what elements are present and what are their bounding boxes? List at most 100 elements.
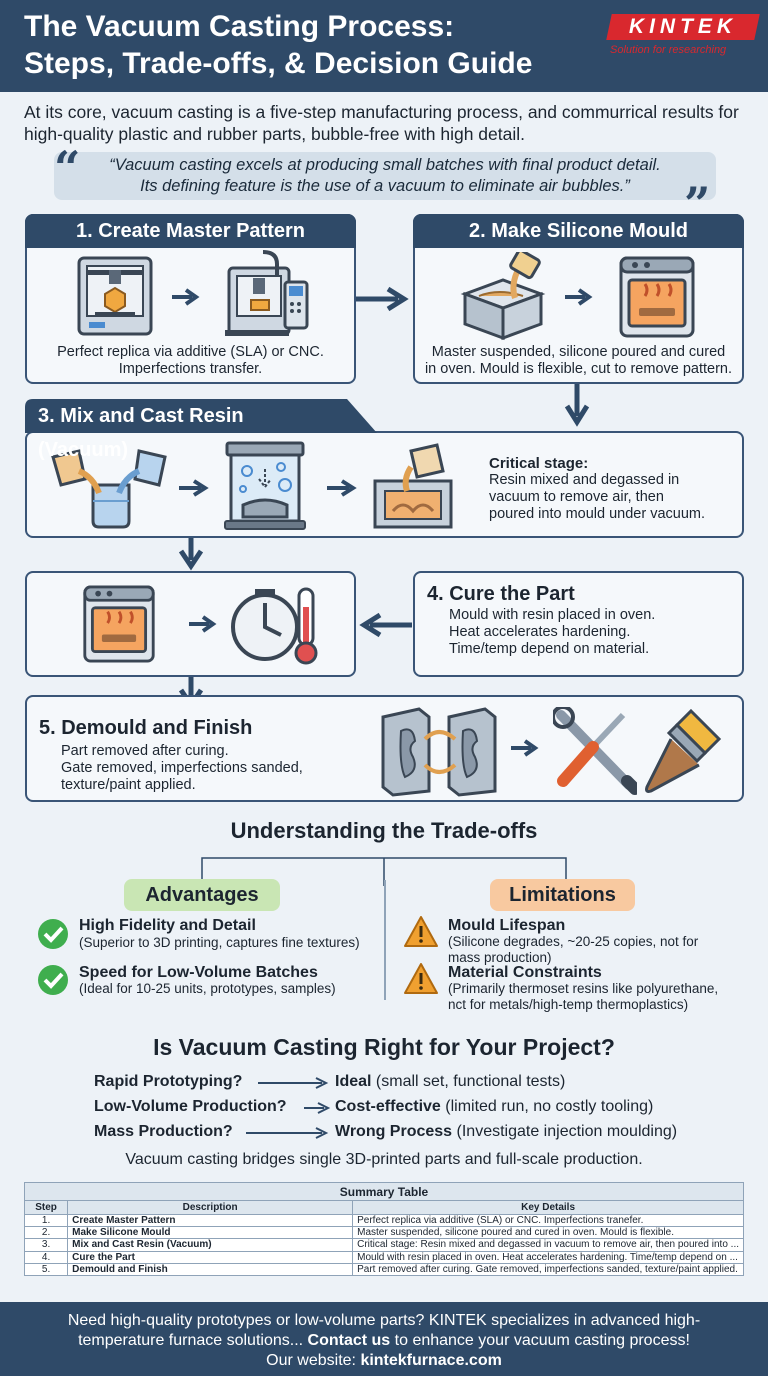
limitation-1-detail: (Silicone degrades, ~20-25 copies, not f… xyxy=(448,934,699,965)
decision-question-3: Mass Production? xyxy=(94,1123,233,1140)
step-1-title: 1. Create Master Pattern xyxy=(25,214,356,248)
warning-icon xyxy=(404,963,438,994)
table-header-row: Step Description Key Details xyxy=(23,1200,744,1215)
table-header: Step xyxy=(23,1200,69,1215)
step-2-description: Master suspended, silicone poured and cu… xyxy=(424,344,733,377)
advantage-2-title: Speed for Low-Volume Batches xyxy=(79,964,318,981)
arrow-right-icon xyxy=(246,1127,329,1139)
advantages-label: Advantages xyxy=(124,879,280,911)
step-3-subtitle: Critical stage: xyxy=(489,455,589,472)
oven-icon xyxy=(83,585,155,663)
quote-box: “Vacuum casting excels at producing smal… xyxy=(54,152,716,200)
contact-link[interactable]: Contact us xyxy=(307,1332,391,1349)
clock-thermometer-icon xyxy=(231,587,318,665)
table-cell: 4. xyxy=(23,1250,69,1264)
table-cell: Critical stage: Resin mixed and degassed… xyxy=(352,1238,744,1252)
page-title: The Vacuum Casting Process:Steps, Trade-… xyxy=(24,10,533,80)
footer: Need high-quality prototypes or low-volu… xyxy=(0,1302,768,1376)
arrow-right-icon xyxy=(189,615,217,633)
advantage-1-detail: (Superior to 3D printing, captures fine … xyxy=(79,935,360,950)
arrow-right-icon xyxy=(172,288,200,306)
warning-icon xyxy=(404,916,438,947)
table-cell: Cure the Part xyxy=(67,1250,354,1264)
table-cell: Make Silicone Mould xyxy=(67,1226,354,1240)
arrow-down-icon xyxy=(564,384,590,427)
oven-icon xyxy=(619,256,695,338)
step-4-description: Mould with resin placed in oven.Heat acc… xyxy=(449,607,656,657)
cnc-machine-icon xyxy=(225,250,309,336)
arrow-right-icon xyxy=(565,288,593,306)
step-4-panel: 4. Cure the Part Mould with resin placed… xyxy=(413,571,744,677)
step-2-panel: 2. Make Silicone Mould Master suspended,… xyxy=(413,214,744,384)
table-cell: 3. xyxy=(23,1238,69,1252)
arrow-right-icon xyxy=(511,739,539,757)
table-cell: Mould with resin placed in oven. Heat ac… xyxy=(352,1250,744,1264)
decision-summary: Vacuum casting bridges single 3D-printed… xyxy=(125,1151,643,1168)
decision-answer-1: Ideal (small set, functional tests) xyxy=(335,1073,566,1090)
arrow-left-icon xyxy=(359,612,412,638)
arrow-right-icon xyxy=(258,1077,329,1089)
check-icon xyxy=(38,919,68,949)
table-cell: 1. xyxy=(23,1213,69,1228)
decision-answer-2: Cost-effective (limited run, no costly t… xyxy=(335,1098,654,1115)
arrow-down-icon xyxy=(178,538,204,571)
paintbrush-icon xyxy=(645,708,722,793)
table-header: Key Details xyxy=(352,1200,744,1215)
step-3-panel: Critical stage: Resin mixed and degassed… xyxy=(25,431,744,538)
step-3-title: 3. Mix and Cast Resin (Vacuum) xyxy=(38,405,244,461)
table-cell: Master suspended, silicone poured and cu… xyxy=(352,1226,744,1240)
decision-heading: Is Vacuum Casting Right for Your Project… xyxy=(153,1034,615,1060)
table-cell: Demould and Finish xyxy=(67,1262,354,1276)
table-cell: 5. xyxy=(23,1262,69,1276)
arrow-right-icon xyxy=(356,286,409,312)
step-5-description: Part removed after curing.Gate removed, … xyxy=(61,743,303,793)
summary-table-caption: Summary Table xyxy=(24,1182,744,1200)
table-header: Description xyxy=(67,1200,354,1215)
table-cell: 2. xyxy=(23,1226,69,1240)
arrow-right-icon xyxy=(304,1102,331,1114)
limitation-2-title: Material Constraints xyxy=(448,964,602,981)
limitation-2-detail: (Primarily thermoset resins like polyure… xyxy=(448,981,719,1012)
decision-question-1: Rapid Prototyping? xyxy=(94,1073,243,1090)
mixing-beakers-icon xyxy=(51,449,167,529)
tradeoffs-heading: Understanding the Trade-offs xyxy=(230,818,538,843)
table-cell: Part removed after curing. Gate removed,… xyxy=(352,1262,744,1276)
table-cell: Mix and Cast Resin (Vacuum) xyxy=(67,1238,354,1252)
step-4-icons-panel xyxy=(25,571,356,677)
advantage-2-detail: (Ideal for 10-25 units, prototypes, samp… xyxy=(79,981,336,996)
tools-icon xyxy=(553,707,637,795)
step-2-title: 2. Make Silicone Mould xyxy=(413,214,744,248)
tradeoffs-divider xyxy=(384,880,386,1000)
open-quote-icon: “ xyxy=(54,141,81,195)
logo-tagline: Solution for researching xyxy=(610,44,727,56)
decision-question-2: Low-Volume Production? xyxy=(94,1098,287,1115)
pouring-silicone-icon xyxy=(460,252,546,341)
advantage-1-title: High Fidelity and Detail xyxy=(79,917,256,934)
kintek-logo[interactable]: KINTEK xyxy=(606,14,760,40)
decision-answer-3: Wrong Process (Investigate injection mou… xyxy=(335,1123,678,1140)
arrow-right-icon xyxy=(179,479,209,497)
step-5-title: 5. Demould and Finish xyxy=(39,717,253,739)
intro-text: At its core, vacuum casting is a five-st… xyxy=(24,102,739,144)
arrow-right-icon xyxy=(327,479,357,497)
website-link[interactable]: kintekfurnace.com xyxy=(360,1352,502,1369)
3d-printer-icon xyxy=(77,256,153,336)
pour-into-mould-icon xyxy=(373,443,453,529)
step-5-panel: 5. Demould and Finish Part removed after… xyxy=(25,695,744,802)
page-header: The Vacuum Casting Process:Steps, Trade-… xyxy=(0,0,768,92)
limitation-1-title: Mould Lifespan xyxy=(448,917,566,934)
table-row: 3.Mix and Cast Resin (Vacuum)Critical st… xyxy=(23,1238,744,1252)
table-cell: Perfect replica via additive (SLA) or CN… xyxy=(352,1213,744,1228)
step-1-description: Perfect replica via additive (SLA) or CN… xyxy=(57,344,324,377)
open-mould-icon xyxy=(381,707,497,797)
summary-table: Summary Table Step Description Key Detai… xyxy=(23,1182,744,1276)
vacuum-chamber-icon xyxy=(224,441,306,530)
footer-line-2: temperature furnace solutions... Contact… xyxy=(78,1332,690,1349)
step-1-panel: 1. Create Master Pattern Perfect replica… xyxy=(25,214,356,384)
footer-line-1: Need high-quality prototypes or low-volu… xyxy=(67,1312,701,1329)
